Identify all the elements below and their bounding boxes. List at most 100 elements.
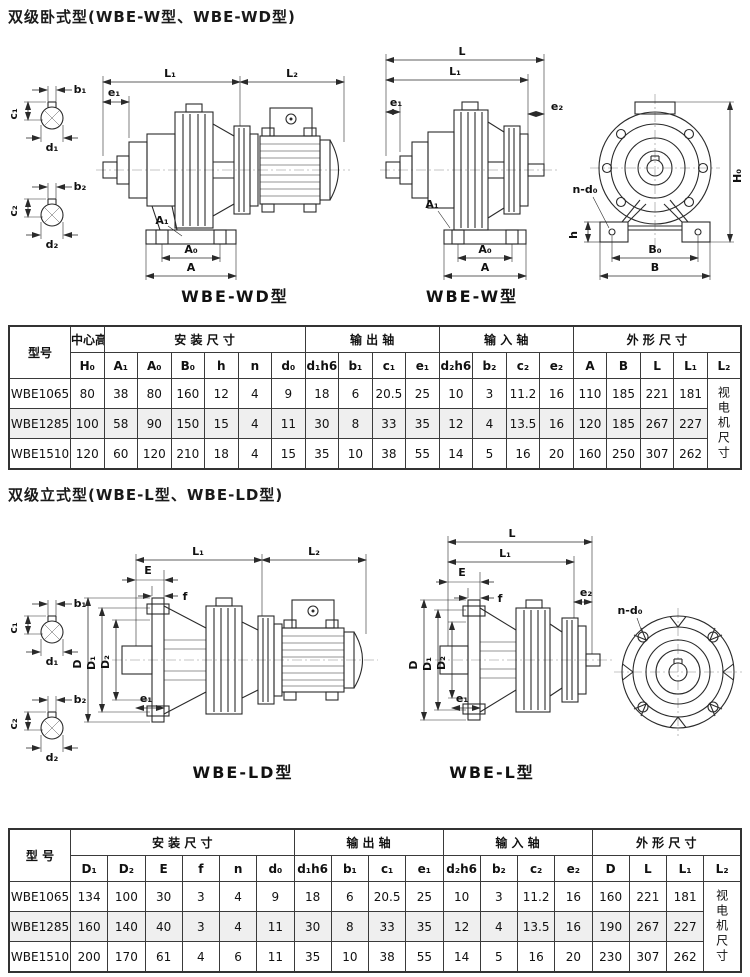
column-header: e₂ xyxy=(539,352,574,379)
value-cell: 4 xyxy=(472,408,507,439)
value-cell: 58 xyxy=(103,408,139,439)
column-header: A₁ xyxy=(103,352,139,379)
column-header: H₀ xyxy=(70,352,105,379)
dim-e1-l: e₁ xyxy=(456,692,468,705)
column-header: D₂ xyxy=(107,855,146,882)
section1-title: 双级卧式型(WBE-W型、WBE-WD型) xyxy=(8,8,296,26)
value-cell: 35 xyxy=(405,408,440,439)
dim-E-l: E xyxy=(458,566,466,579)
value-cell: 80 xyxy=(70,378,105,409)
value-cell: 4 xyxy=(237,378,273,409)
value-cell: 13.5 xyxy=(516,911,556,942)
wbe-w-front-drawing: n-d₀ h H₀ B₀ B xyxy=(567,94,744,280)
dim-D-l: D xyxy=(407,660,420,669)
value-cell: 185 xyxy=(606,378,641,409)
value-cell: 30 xyxy=(304,408,340,439)
dim-c1: c₁ xyxy=(7,108,20,120)
value-cell: 33 xyxy=(371,408,407,439)
model-cell: WBE1510 xyxy=(8,941,71,973)
dim-A0: A₀ xyxy=(184,243,198,256)
value-cell: 100 xyxy=(107,881,146,912)
value-cell: 16 xyxy=(539,378,574,409)
value-cell: 35 xyxy=(293,941,332,973)
shaft-section-3: b₁ c₁ d₁ xyxy=(7,597,87,668)
column-header: n xyxy=(237,352,273,379)
column-header: b₁ xyxy=(330,855,370,882)
value-cell: 14 xyxy=(438,438,474,470)
dim-c2-b: c₂ xyxy=(7,718,20,730)
dim-D2-ld: D₂ xyxy=(99,655,112,669)
value-cell: 55 xyxy=(405,438,440,470)
group-header: 安 装 尺 寸 xyxy=(103,325,306,353)
wbe-wd-label: WBE-WD型 xyxy=(181,287,289,306)
value-cell: 16 xyxy=(516,941,556,973)
value-cell: 18 xyxy=(304,378,340,409)
value-cell: 38 xyxy=(371,438,407,470)
value-cell: 60 xyxy=(103,438,139,470)
value-cell: 185 xyxy=(606,408,641,439)
value-cell: 262 xyxy=(665,941,705,973)
value-cell: 4 xyxy=(181,941,221,973)
dim-c2: c₂ xyxy=(7,205,20,217)
column-header: E xyxy=(144,855,183,882)
model-column-header: 型号 xyxy=(8,325,71,379)
dim-L: L xyxy=(458,45,465,58)
value-cell: 267 xyxy=(639,408,675,439)
value-cell: 5 xyxy=(479,941,519,973)
value-cell: 8 xyxy=(338,408,373,439)
column-header: d₁h6 xyxy=(304,352,340,379)
dim-D-ld: D xyxy=(71,659,84,668)
value-cell: 160 xyxy=(170,378,206,409)
dim-f-l: f xyxy=(498,592,503,605)
dim-B: B xyxy=(651,261,659,274)
flange-ribs xyxy=(622,616,734,728)
dim-D1-l: D₁ xyxy=(421,657,434,671)
value-cell: 210 xyxy=(170,438,206,470)
wbe-l-side-drawing: L L₁ E f e₂ D D₁ D₂ e₁ WBE- xyxy=(407,527,612,782)
column-header: b₂ xyxy=(479,855,519,882)
value-cell: 10 xyxy=(330,941,370,973)
dim-d2: d₂ xyxy=(46,238,59,251)
column-header: c₂ xyxy=(505,352,541,379)
value-cell: 267 xyxy=(628,911,668,942)
column-header: b₁ xyxy=(338,352,373,379)
value-cell: 55 xyxy=(405,941,444,973)
column-header: d₂h6 xyxy=(438,352,474,379)
value-cell: 11.2 xyxy=(516,881,556,912)
value-cell: 38 xyxy=(367,941,407,973)
dim-e2-l: e₂ xyxy=(580,586,592,599)
value-cell: 160 xyxy=(572,438,608,470)
value-cell: 38 xyxy=(103,378,139,409)
value-cell: 25 xyxy=(405,881,444,912)
dim-e1-ld: e₁ xyxy=(140,692,152,705)
dim-A0-w: A₀ xyxy=(478,243,492,256)
column-header: A xyxy=(572,352,608,379)
value-cell: 250 xyxy=(606,438,641,470)
motor-size-note-cell: 视电机尺寸 xyxy=(706,378,742,470)
column-header: e₂ xyxy=(554,855,593,882)
value-cell: 100 xyxy=(70,408,105,439)
value-cell: 20 xyxy=(554,941,593,973)
dim-n-d0: n-d₀ xyxy=(572,183,597,196)
column-header: d₂h6 xyxy=(442,855,481,882)
value-cell: 230 xyxy=(591,941,630,973)
value-cell: 90 xyxy=(137,408,172,439)
column-header: L₂ xyxy=(703,855,742,882)
value-cell: 221 xyxy=(628,881,668,912)
value-cell: 227 xyxy=(673,408,708,439)
value-cell: 140 xyxy=(107,911,146,942)
value-cell: 9 xyxy=(256,881,295,912)
value-cell: 40 xyxy=(144,911,183,942)
column-header: A₀ xyxy=(137,352,172,379)
dim-L1-ld: L₁ xyxy=(192,545,204,558)
column-header: L₂ xyxy=(706,352,742,379)
column-header: d₁h6 xyxy=(293,855,332,882)
value-cell: 10 xyxy=(438,378,474,409)
value-cell: 16 xyxy=(554,881,593,912)
value-cell: 120 xyxy=(572,408,608,439)
value-cell: 25 xyxy=(405,378,440,409)
value-cell: 3 xyxy=(479,881,519,912)
value-cell: 190 xyxy=(591,911,630,942)
value-cell: 160 xyxy=(591,881,630,912)
